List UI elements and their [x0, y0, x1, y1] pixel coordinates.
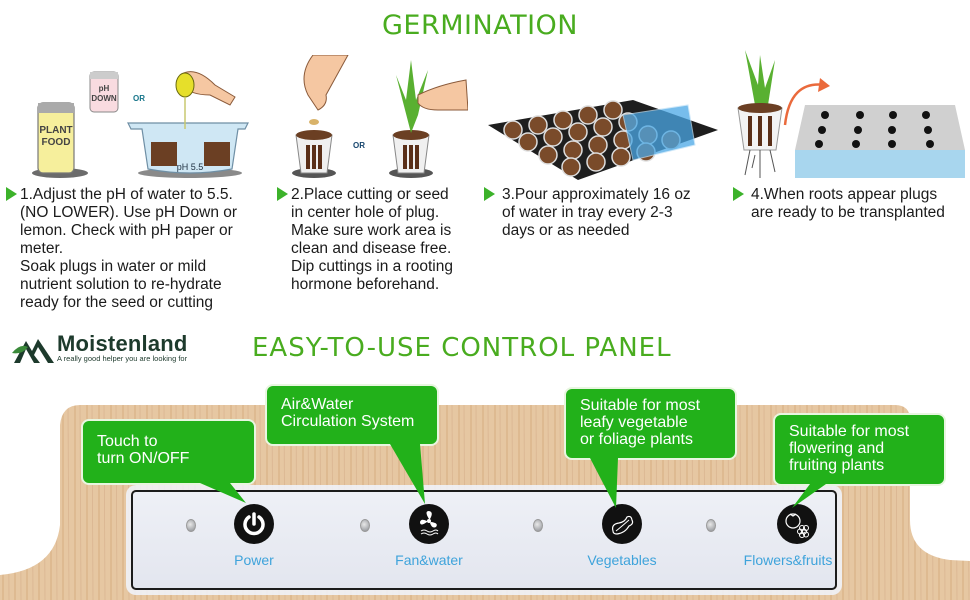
- fan-water-indicator-led: [360, 519, 370, 532]
- callout-flowers-fruits: Suitable for most flowering and fruiting…: [773, 413, 946, 486]
- vegetables-button[interactable]: [602, 504, 642, 544]
- callout-vegetables: Suitable for most leafy vegetable or fol…: [564, 387, 737, 460]
- step2-illustration: OR: [292, 55, 468, 178]
- svg-text:pH: pH: [99, 84, 110, 93]
- svg-text:FOOD: FOOD: [42, 137, 71, 148]
- step-text: 3.Pour approximately 16 oz of water in t…: [502, 186, 691, 239]
- germination-step-2: 2.Place cutting or seed in center hole o…: [277, 186, 453, 294]
- fan-water-icon: [420, 511, 439, 536]
- step1-illustration: PLANT FOOD pH DOWN OR pH 5.5: [32, 71, 249, 178]
- flowers-fruits-icon: [785, 513, 809, 538]
- control-panel-title: EASY-TO-USE CONTROL PANEL: [252, 333, 672, 363]
- germination-title: GERMINATION: [382, 10, 578, 41]
- step-text: 1.Adjust the pH of water to 5.5. (NO LOW…: [20, 186, 238, 311]
- germination-step-4: 4.When roots appear plugs are ready to b…: [733, 186, 945, 222]
- callout-power: Touch to turn ON/OFF: [81, 419, 256, 485]
- svg-text:pH 5.5: pH 5.5: [177, 162, 204, 172]
- step3-illustration: [488, 100, 718, 180]
- step-arrow-icon: [6, 187, 17, 201]
- germination-step-1: 1.Adjust the pH of water to 5.5. (NO LOW…: [6, 186, 238, 312]
- plant-food-label: PLANT: [39, 125, 72, 136]
- flowers-fruits-label: Flowers&fruits: [743, 552, 833, 568]
- power-icon: [243, 512, 265, 536]
- svg-text:OR: OR: [353, 141, 365, 150]
- step-arrow-icon: [277, 187, 288, 201]
- brand-tagline: A really good helper you are looking for: [57, 354, 188, 363]
- callout-vegetables-pointer: [590, 458, 618, 508]
- callout-power-pointer: [200, 483, 246, 503]
- vegetables-indicator-led: [533, 519, 543, 532]
- flowers-fruits-button[interactable]: [777, 504, 817, 544]
- vegetables-icon: [612, 515, 634, 535]
- svg-text:OR: OR: [133, 94, 145, 103]
- brand-logo: Moistenland A really good helper you are…: [12, 331, 212, 365]
- callout-fan-water-pointer: [390, 444, 425, 504]
- germination-step-3: 3.Pour approximately 16 oz of water in t…: [484, 186, 691, 240]
- power-button[interactable]: [234, 504, 274, 544]
- vegetables-label: Vegetables: [587, 552, 657, 568]
- flowers-fruits-indicator-led: [706, 519, 716, 532]
- callout-flowers-fruits-pointer: [792, 484, 826, 508]
- svg-text:DOWN: DOWN: [91, 94, 117, 103]
- brand-name: Moistenland: [57, 331, 188, 356]
- step4-illustration: [737, 50, 965, 178]
- power-indicator-led: [186, 519, 196, 532]
- fan-water-label: Fan&water: [395, 552, 463, 568]
- step-text: 4.When roots appear plugs are ready to b…: [751, 186, 945, 221]
- control-panel: Power Fan&water Vegetables: [131, 490, 837, 590]
- step-arrow-icon: [484, 187, 495, 201]
- power-label: Power: [234, 552, 274, 568]
- fan-water-button[interactable]: [409, 504, 449, 544]
- mountain-leaf-logo-icon: [12, 339, 54, 363]
- step-arrow-icon: [733, 187, 744, 201]
- step-text: 2.Place cutting or seed in center hole o…: [291, 186, 453, 293]
- callout-fan-water: Air&Water Circulation System: [265, 384, 439, 446]
